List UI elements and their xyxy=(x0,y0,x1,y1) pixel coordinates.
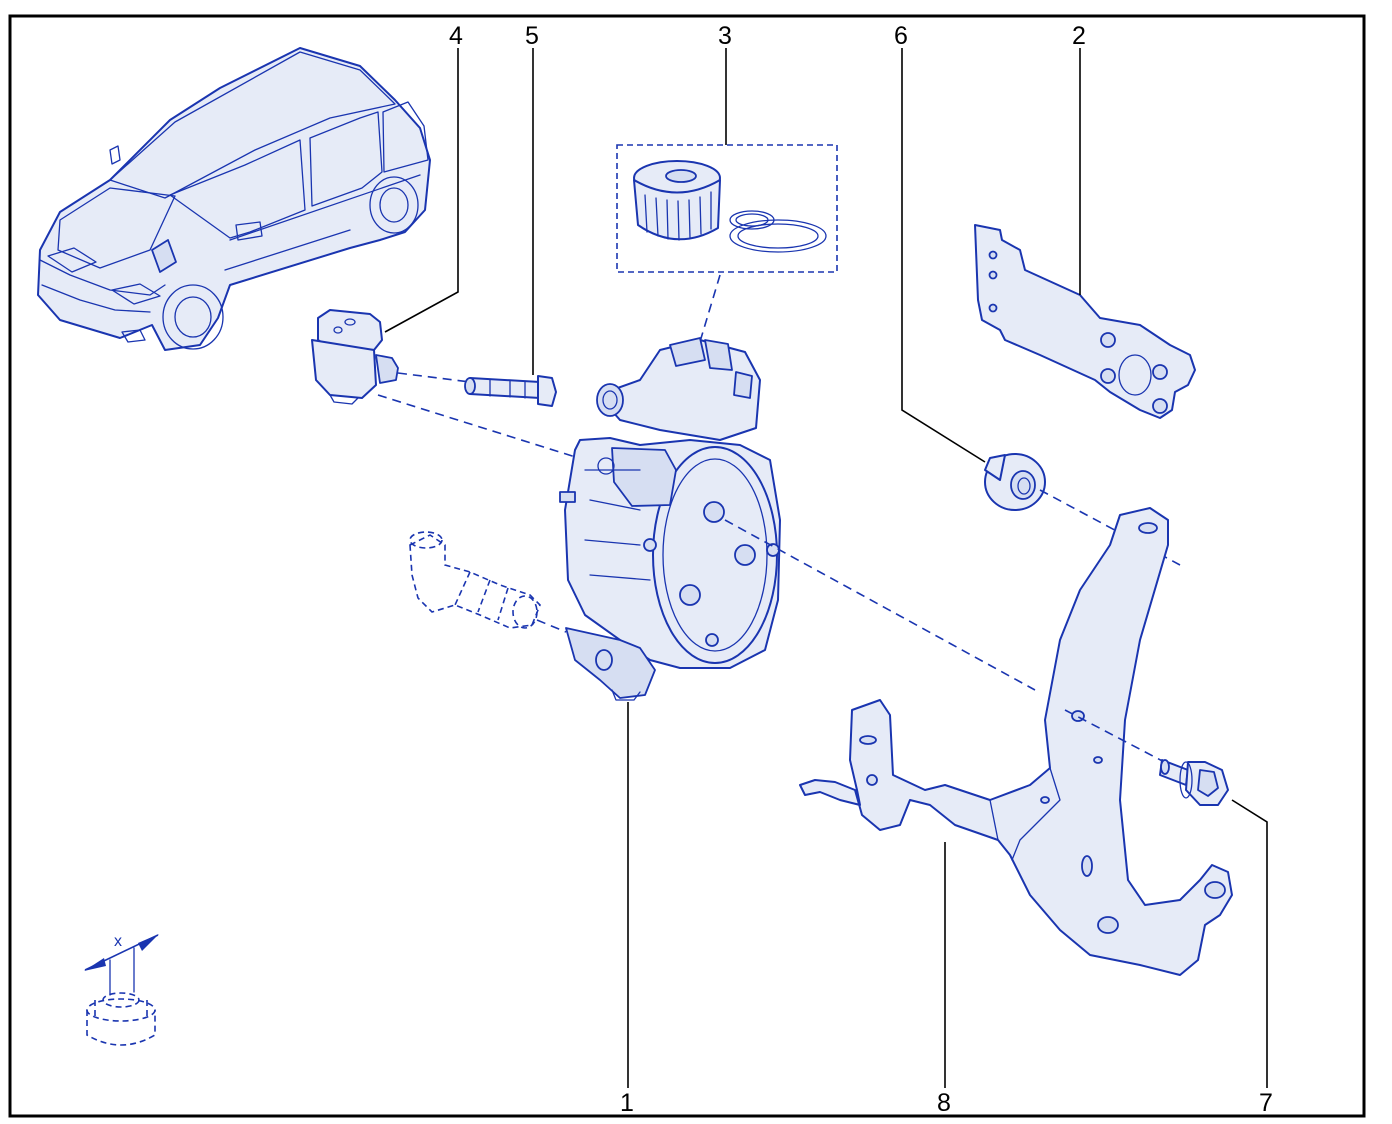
axis-8-7 xyxy=(1064,709,1171,766)
axis-6-8 xyxy=(1039,489,1181,566)
part-5-filter-element xyxy=(464,375,557,407)
callout-6: 6 xyxy=(894,22,908,50)
axis-4-1 xyxy=(377,394,586,461)
part-4-solenoid xyxy=(311,309,399,405)
part-8-bracket xyxy=(799,507,1233,976)
axis-hose xyxy=(536,619,567,633)
dimension-label: x xyxy=(114,933,122,950)
vehicle-illustration xyxy=(37,47,431,351)
frame-border xyxy=(8,14,1366,1118)
axis-4-5 xyxy=(397,372,471,383)
callout-4: 4 xyxy=(449,22,463,50)
callout-8: 8 xyxy=(937,1089,951,1117)
callout-1: 1 xyxy=(620,1089,634,1117)
callout-2: 2 xyxy=(1072,22,1086,50)
dimension-symbol: x xyxy=(84,933,159,1046)
part-3-filter-kit xyxy=(616,144,838,273)
part-6-grommet xyxy=(984,453,1046,511)
leader-lines xyxy=(384,48,1268,1088)
part-2-mounting-plate xyxy=(974,224,1196,419)
callout-7: 7 xyxy=(1259,1089,1273,1117)
hose-illustration xyxy=(409,531,541,629)
part-1-regulator xyxy=(559,337,781,701)
callout-5: 5 xyxy=(525,22,539,50)
part-7-bolt xyxy=(1159,759,1229,806)
callout-3: 3 xyxy=(718,22,732,50)
callout-labels: 4 5 3 6 2 1 8 7 xyxy=(449,22,1273,1117)
